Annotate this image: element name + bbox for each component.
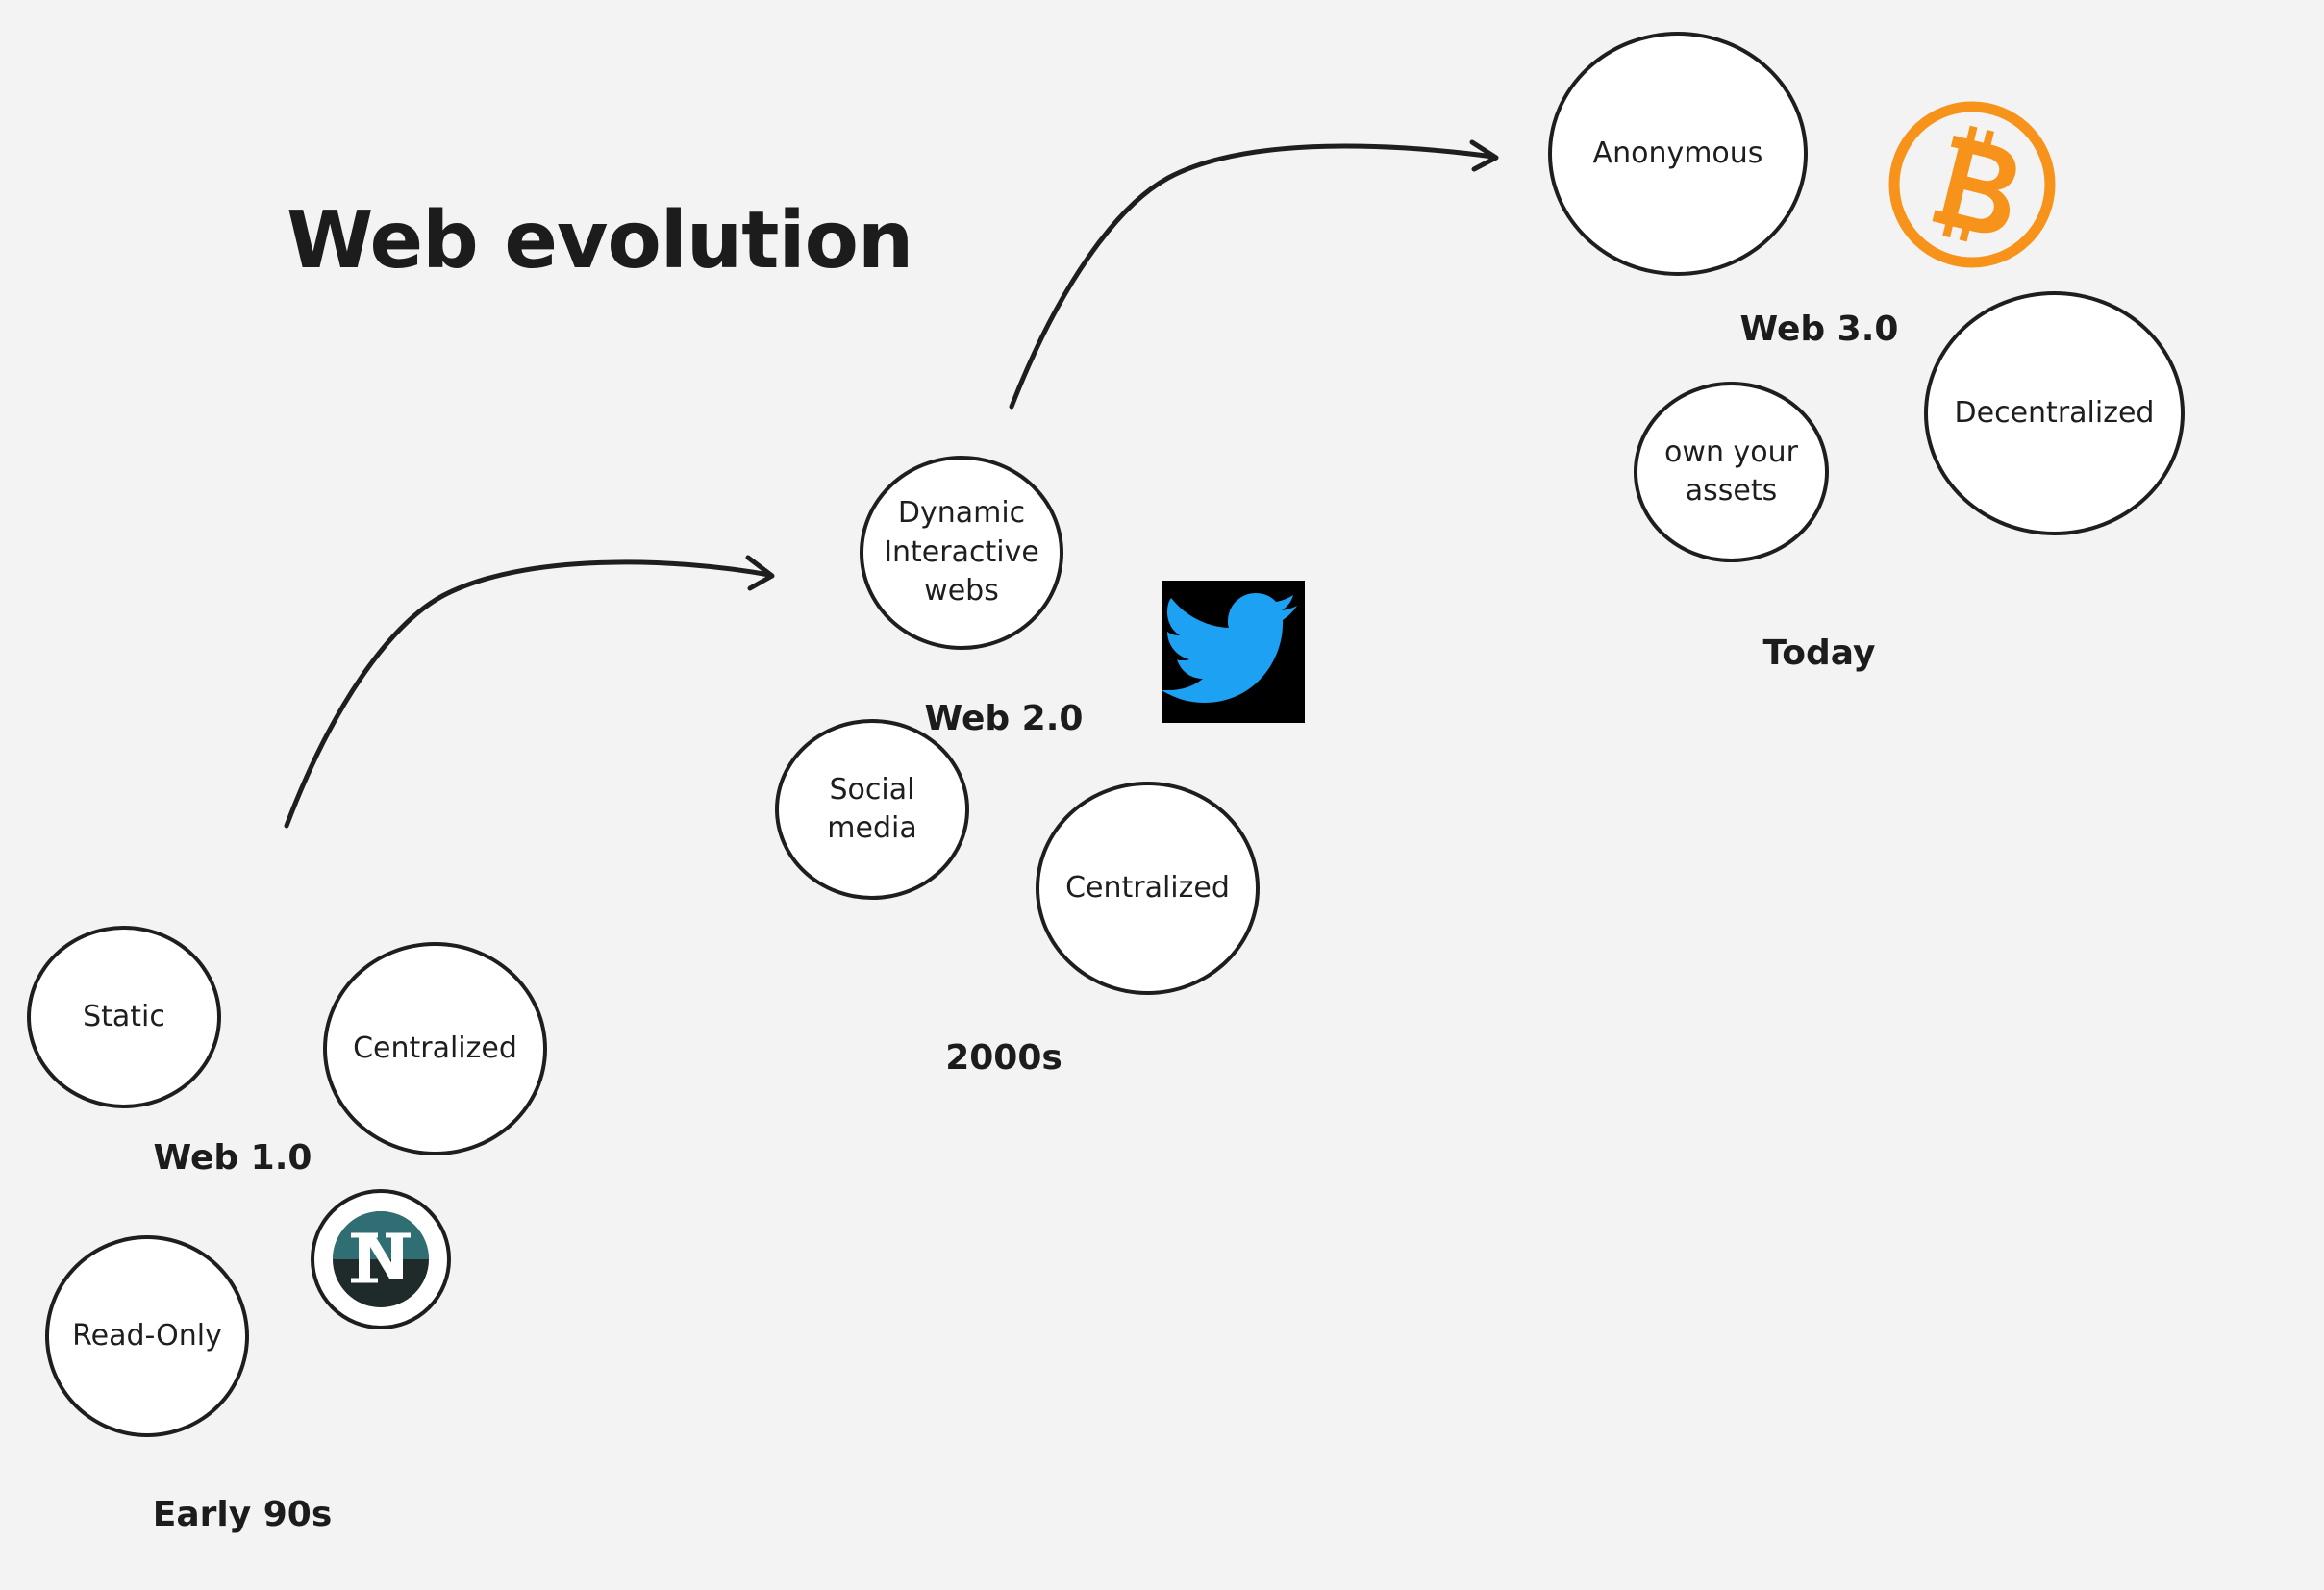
trait-circle-dynamic-interactive: Dynamic Interactive webs — [860, 456, 1063, 650]
trait-label: Centralized — [353, 1031, 517, 1065]
era-period-web2: 2000s — [945, 1038, 1062, 1078]
trait-circle-own-your-assets: own your assets — [1634, 382, 1829, 562]
arrow-web1-to-web2 — [284, 555, 775, 829]
era-period-web1: Early 90s — [152, 1495, 333, 1534]
trait-circle-decentralized: Decentralized — [1924, 291, 2185, 535]
arrow-web2-to-web3 — [1009, 139, 1499, 410]
trait-label: Anonymous — [1592, 136, 1763, 170]
trait-circle-centralized-web1: Centralized — [323, 942, 547, 1155]
netscape-logo-icon — [311, 1189, 451, 1329]
trait-label: Social media — [827, 772, 917, 846]
trait-circle-anonymous: Anonymous — [1548, 32, 1808, 276]
trait-label: Read-Only — [72, 1318, 222, 1353]
page-title: Web evolution — [287, 195, 913, 286]
bitcoin-logo-icon — [1888, 101, 2056, 268]
trait-label: Static — [83, 999, 165, 1033]
era-name-web3: Web 3.0 — [1739, 310, 1899, 349]
era-period-web3: Today — [1762, 634, 1876, 673]
era-name-web1: Web 1.0 — [153, 1138, 312, 1178]
trait-label: Decentralized — [1954, 395, 2155, 430]
trait-circle-centralized-web2: Centralized — [1036, 782, 1260, 995]
trait-label: Dynamic Interactive webs — [884, 496, 1039, 609]
twitter-bird-icon — [1162, 581, 1305, 723]
trait-label: own your assets — [1664, 435, 1798, 509]
trait-circle-read-only: Read-Only — [45, 1235, 249, 1437]
trait-circle-static: Static — [27, 926, 221, 1108]
trait-label: Centralized — [1065, 870, 1230, 905]
trait-circle-social-media: Social media — [775, 719, 969, 900]
era-name-web2: Web 2.0 — [924, 699, 1084, 738]
